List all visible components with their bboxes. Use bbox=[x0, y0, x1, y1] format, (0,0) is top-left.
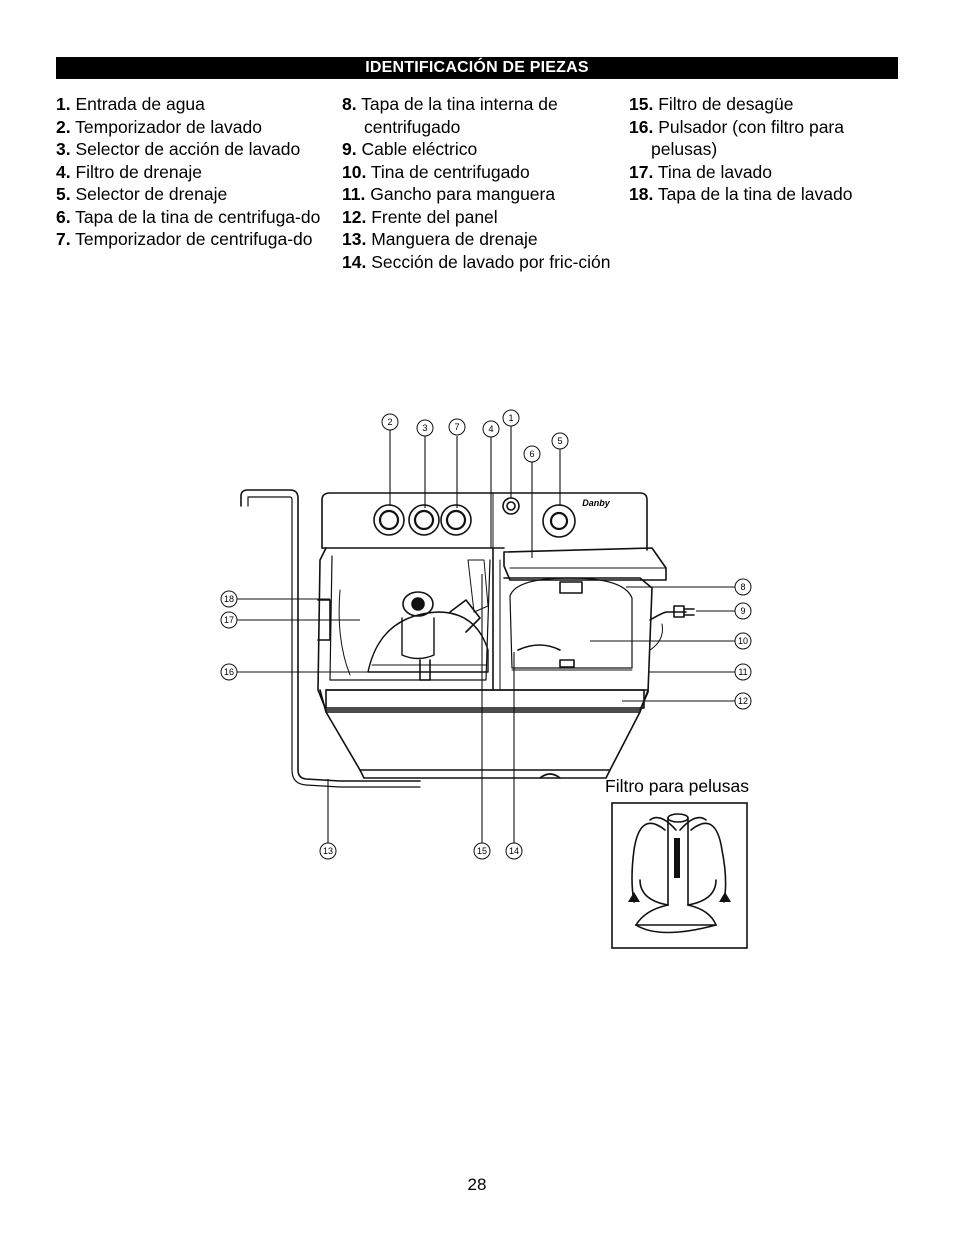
callout-8: 8 bbox=[734, 578, 752, 596]
spin-tub bbox=[509, 577, 633, 669]
wash-tub bbox=[329, 555, 491, 681]
parts-list-column-2: 8. Tapa de la tina interna de centrifuga… bbox=[342, 93, 614, 273]
callout-3: 3 bbox=[416, 419, 434, 437]
callout-9: 9 bbox=[734, 602, 752, 620]
svg-text:9: 9 bbox=[740, 606, 745, 616]
callout-1: 1 bbox=[502, 409, 520, 427]
callout-16: 16 bbox=[220, 663, 238, 681]
svg-text:1: 1 bbox=[508, 413, 513, 423]
base bbox=[325, 711, 641, 771]
list-item: 10. Tina de centrifugado bbox=[342, 161, 530, 182]
list-item: 11. Gancho para manguera bbox=[342, 184, 556, 204]
callout-13: 13 bbox=[319, 842, 337, 860]
callout-4: 4 bbox=[482, 420, 500, 438]
callout-17: 17 bbox=[220, 611, 238, 629]
svg-text:17: 17 bbox=[224, 615, 234, 625]
list-item: 3. Selector de acción de lavado bbox=[56, 139, 301, 159]
list-item: 6. Tapa de la tina de centrifuga-do bbox=[56, 206, 321, 227]
svg-text:14: 14 bbox=[509, 846, 519, 856]
list-item: 8. Tapa de la tina interna de centrifuga… bbox=[342, 94, 558, 137]
svg-text:2: 2 bbox=[387, 417, 392, 427]
list-item: 14. Sección de lavado por fric-ción bbox=[342, 251, 611, 272]
drain-hose bbox=[240, 489, 421, 782]
callout-12: 12 bbox=[734, 692, 752, 710]
list-item: 4. Filtro de drenaje bbox=[56, 161, 202, 182]
section-header: IDENTIFICACIÓN DE PIEZAS bbox=[56, 57, 898, 79]
callout-14: 14 bbox=[505, 842, 523, 860]
list-item: 13. Manguera de drenaje bbox=[342, 229, 538, 249]
list-item: 15. Filtro de desagüe bbox=[629, 94, 794, 114]
callout-5: 5 bbox=[551, 432, 569, 450]
control-panel bbox=[321, 492, 648, 551]
callout-10: 10 bbox=[734, 632, 752, 650]
list-item: 7. Temporizador de centrifuga-do bbox=[56, 229, 313, 249]
list-item: 18. Tapa de la tina de lavado bbox=[629, 184, 853, 204]
svg-text:7: 7 bbox=[454, 422, 459, 432]
svg-text:3: 3 bbox=[422, 423, 427, 433]
svg-text:8: 8 bbox=[740, 582, 745, 592]
list-item: 9. Cable eléctrico bbox=[342, 139, 478, 159]
callout-15: 15 bbox=[473, 842, 491, 860]
lint-filter-title: Filtro para pelusas bbox=[605, 776, 749, 796]
svg-text:4: 4 bbox=[488, 424, 493, 434]
svg-text:10: 10 bbox=[738, 636, 748, 646]
svg-text:13: 13 bbox=[323, 846, 333, 856]
power-cord bbox=[649, 611, 687, 621]
svg-text:18: 18 bbox=[224, 594, 234, 604]
parts-list-column-3: 15. Filtro de desagüe 16. Pulsador (con … bbox=[629, 93, 901, 206]
list-item: 17. Tina de lavado bbox=[629, 161, 773, 182]
callout-7: 7 bbox=[448, 418, 466, 436]
lint-filter-inset bbox=[611, 802, 748, 949]
svg-text:16: 16 bbox=[224, 667, 234, 677]
list-item: 2. Temporizador de lavado bbox=[56, 116, 262, 137]
svg-text:11: 11 bbox=[738, 667, 747, 677]
list-item: 5. Selector de drenaje bbox=[56, 184, 228, 204]
parts-list-column-1: 1. Entrada de agua 2. Temporizador de la… bbox=[56, 93, 328, 251]
callout-11: 11 bbox=[734, 663, 752, 681]
callout-2: 2 bbox=[381, 413, 399, 431]
list-item: 12. Frente del panel bbox=[342, 206, 498, 227]
svg-text:5: 5 bbox=[557, 436, 562, 446]
list-item: 1. Entrada de agua bbox=[56, 94, 205, 114]
svg-text:12: 12 bbox=[738, 696, 748, 706]
brand-logo: Danby bbox=[582, 498, 611, 508]
svg-text:6: 6 bbox=[529, 449, 534, 459]
page-number: 28 bbox=[467, 1175, 487, 1194]
spin-tub-lid bbox=[503, 547, 667, 581]
pulsator bbox=[367, 611, 489, 673]
list-item: 16. Pulsador (con filtro para pelusas) bbox=[629, 116, 844, 160]
callout-18: 18 bbox=[220, 590, 238, 608]
svg-text:15: 15 bbox=[477, 846, 487, 856]
callout-6: 6 bbox=[523, 445, 541, 463]
